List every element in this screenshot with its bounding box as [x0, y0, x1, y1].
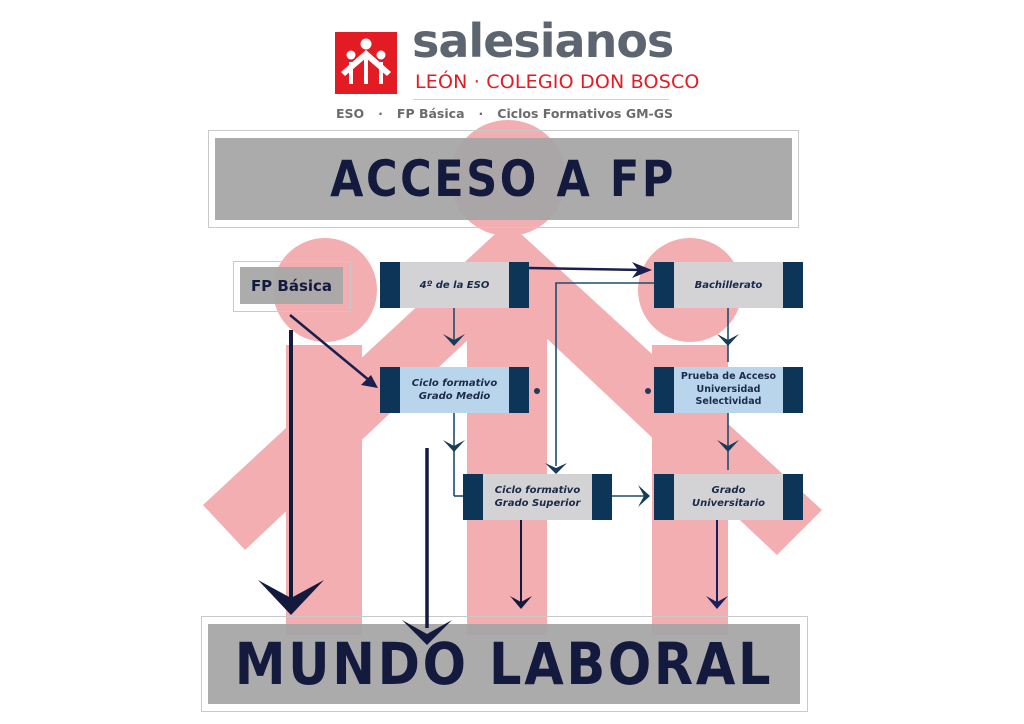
logo-mark	[335, 32, 397, 94]
bullet-dot-right	[645, 388, 651, 394]
logo-wordmark: salesianos	[412, 14, 674, 68]
bullet-dot-left	[534, 388, 540, 394]
title-top-bar: ACCESO A FP	[215, 138, 792, 220]
node-grado-universitario: Grado Universitario	[654, 474, 803, 520]
page-title: ACCESO A FP	[330, 150, 677, 208]
salesianos-people-icon	[341, 38, 391, 84]
arrow-bachillerato-to-prueba	[717, 308, 739, 362]
node-grado-medio-label: Ciclo formativo Grado Medio	[411, 378, 498, 402]
node-4-eso-label: 4º de la ESO	[419, 279, 490, 291]
arrow-fpb-to-mundo-laboral	[258, 330, 324, 615]
tagline-ciclos: Ciclos Formativos GM-GS	[497, 106, 673, 121]
tagline-fp-basica: FP Básica	[396, 106, 465, 121]
node-4-eso: 4º de la ESO	[380, 262, 529, 308]
logo-divider	[413, 99, 669, 100]
arrow-superior-to-universitario	[612, 485, 650, 507]
node-grado-medio: Ciclo formativo Grado Medio	[380, 367, 529, 413]
arrow-universitario-to-mundo-laboral	[706, 520, 728, 609]
tagline-eso: ESO	[336, 106, 365, 121]
arrow-superior-to-mundo-laboral	[510, 520, 532, 609]
arrow-prueba-to-universitario	[717, 413, 739, 470]
title-bottom-bar: MUNDO LABORAL	[208, 624, 800, 704]
logo-tagline: ESO · FP Básica · Ciclos Formativos GM-G…	[336, 106, 673, 121]
fp-basica-label: FP Básica	[250, 276, 333, 295]
arrow-eso-to-grado-medio	[443, 308, 465, 346]
fp-basica-box: FP Básica	[240, 267, 343, 304]
arrow-grado-medio-to-superior	[443, 413, 465, 497]
node-grado-superior: Ciclo formativo Grado Superior	[463, 474, 612, 520]
arrow-fpb-to-grado-medio	[289, 314, 378, 388]
title-bottom-frame	[201, 616, 808, 712]
arrow-eso-to-bachillerato	[528, 262, 652, 278]
node-prueba-acceso-label: Prueba de Acceso Universidad Selectivida…	[680, 371, 777, 408]
logo-subtitle: LEÓN · COLEGIO DON BOSCO	[415, 71, 700, 93]
node-bachillerato-label: Bachillerato	[694, 279, 763, 291]
node-prueba-acceso: Prueba de Acceso Universidad Selectivida…	[654, 367, 803, 413]
arrow-grado-medio-to-mundo-laboral	[402, 448, 452, 645]
mundo-laboral-title: MUNDO LABORAL	[234, 630, 774, 698]
arrow-bachillerato-to-superior	[545, 282, 654, 474]
node-grado-universitario-label: Grado Universitario	[691, 485, 766, 509]
node-bachillerato: Bachillerato	[654, 262, 803, 308]
watermark-leg-center	[467, 285, 547, 635]
fp-basica-frame	[233, 261, 351, 312]
node-grado-superior-label: Ciclo formativo Grado Superior	[494, 485, 581, 509]
watermark-leg-left	[286, 345, 362, 635]
title-top-frame	[208, 130, 799, 228]
